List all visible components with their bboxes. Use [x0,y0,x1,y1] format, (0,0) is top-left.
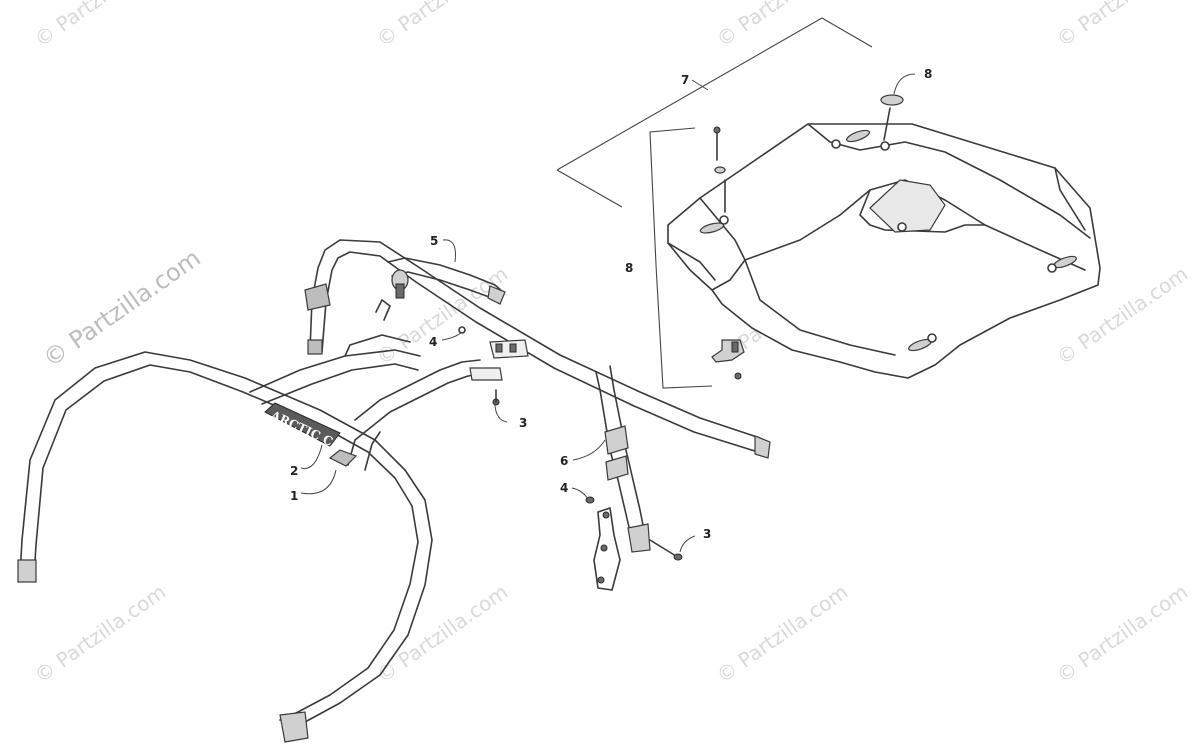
callout-8: 8 [625,261,633,275]
callout-6: 6 [560,454,568,468]
callout-3: 3 [519,416,527,430]
roof-plug[interactable] [880,94,904,141]
callout-5: 5 [430,234,438,248]
callout-2: 2 [290,464,298,478]
callout-4: 4 [560,481,568,495]
mount-plate-lower[interactable] [585,496,683,591]
callout-1: 1 [290,489,298,503]
front-roll-bar[interactable]: ARCTIC CAT [17,299,483,743]
callout-leaders [300,73,916,553]
callout-4: 4 [429,335,437,349]
roof-panel[interactable] [667,123,1101,379]
bracket-8 [649,127,713,389]
callout-8: 8 [924,67,932,81]
roof-fastener-stack[interactable] [711,126,745,380]
bar-5[interactable] [387,257,506,305]
bracket-7 [556,17,873,208]
callout-3: 3 [703,527,711,541]
mount-plate-upper[interactable] [458,326,529,406]
rear-roll-bar[interactable] [304,239,771,553]
callout-7: 7 [681,73,689,87]
